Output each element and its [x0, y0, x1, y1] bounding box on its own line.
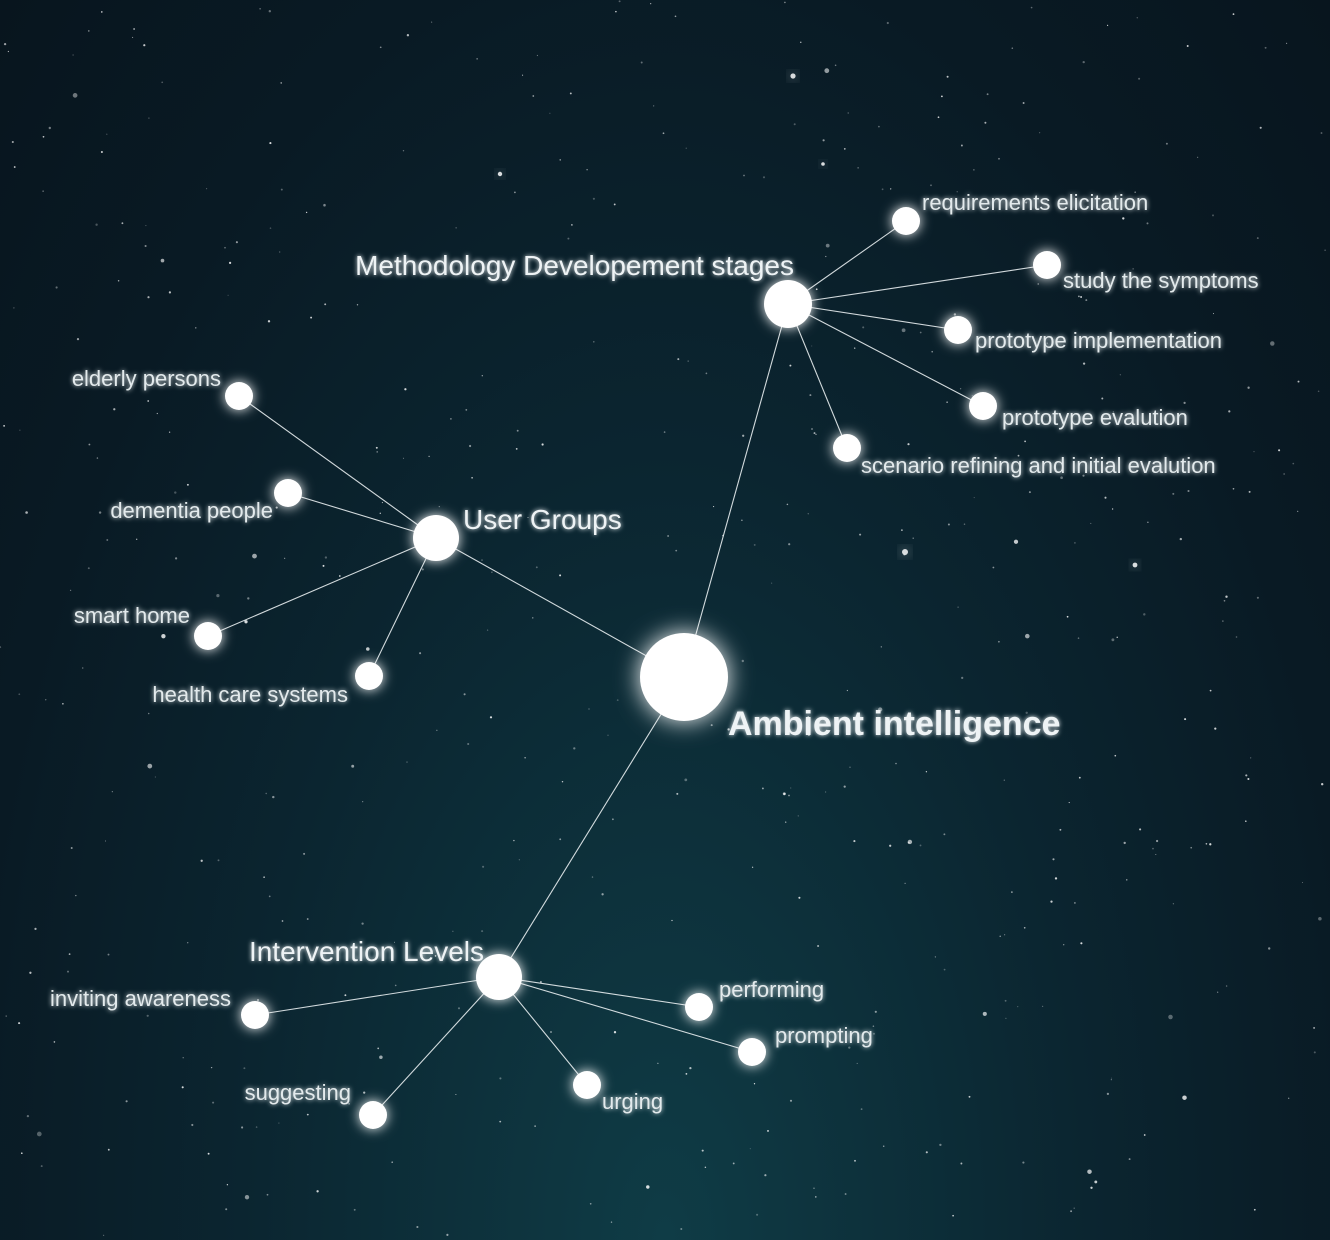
label-elderly: elderly persons	[72, 366, 221, 391]
edge-methodology-implementation	[787, 303, 959, 331]
node-usergroups[interactable]	[413, 515, 459, 561]
edge-methodology-evalution	[787, 303, 984, 407]
node-scenario[interactable]	[833, 434, 861, 462]
label-performing: performing	[719, 977, 824, 1002]
node-smarthome[interactable]	[194, 622, 222, 650]
node-intervention[interactable]	[476, 954, 522, 1000]
node-inviting[interactable]	[241, 1001, 269, 1029]
edge-intervention-urging	[498, 976, 588, 1086]
edge-methodology-symptoms	[787, 264, 1048, 305]
edge-methodology-requirements	[787, 220, 907, 305]
node-requirements[interactable]	[892, 207, 920, 235]
node-prompting[interactable]	[738, 1038, 766, 1066]
label-healthcare: health care systems	[152, 682, 348, 707]
label-requirements: requirements elicitation	[922, 190, 1148, 215]
label-prompting: prompting	[775, 1023, 873, 1048]
label-smarthome: smart home	[74, 603, 190, 628]
label-urging: urging	[602, 1089, 663, 1114]
edge-usergroups-elderly	[238, 395, 437, 539]
label-usergroups: User Groups	[463, 504, 622, 535]
edge-methodology-scenario	[787, 303, 848, 449]
edge-root-methodology	[683, 303, 789, 678]
edge-intervention-performing	[498, 976, 700, 1008]
label-suggesting: suggesting	[245, 1080, 351, 1105]
node-root[interactable]	[640, 633, 728, 721]
label-inviting: inviting awareness	[50, 986, 231, 1011]
node-elderly[interactable]	[225, 382, 253, 410]
label-root: Ambient intelligence	[728, 705, 1061, 743]
edge-usergroups-smarthome	[207, 537, 437, 637]
label-dementia: dementia people	[110, 498, 273, 523]
edge-root-intervention	[498, 676, 685, 978]
node-suggesting[interactable]	[359, 1101, 387, 1129]
edge-intervention-suggesting	[372, 976, 500, 1116]
node-evalution[interactable]	[969, 392, 997, 420]
connections	[207, 220, 1048, 1116]
nodes	[194, 207, 1061, 1129]
edge-intervention-inviting	[254, 976, 500, 1016]
node-performing[interactable]	[685, 993, 713, 1021]
labels: Ambient intelligence Methodology Develope…	[50, 190, 1259, 1114]
edge-usergroups-healthcare	[368, 537, 437, 677]
node-methodology[interactable]	[764, 280, 812, 328]
label-methodology: Methodology Developement stages	[355, 250, 794, 281]
edge-intervention-prompting	[498, 976, 753, 1053]
label-intervention: Intervention Levels	[249, 936, 484, 967]
label-evalution: prototype evalution	[1002, 405, 1188, 430]
node-implementation[interactable]	[944, 316, 972, 344]
edge-usergroups-dementia	[287, 492, 437, 539]
label-implementation: prototype implementation	[975, 328, 1222, 353]
node-urging[interactable]	[573, 1071, 601, 1099]
label-symptoms: study the symptoms	[1063, 268, 1259, 293]
label-scenario: scenario refining and initial evalution	[861, 453, 1216, 478]
edge-root-usergroups	[435, 537, 685, 678]
node-symptoms[interactable]	[1033, 251, 1061, 279]
node-healthcare[interactable]	[355, 662, 383, 690]
node-dementia[interactable]	[274, 479, 302, 507]
